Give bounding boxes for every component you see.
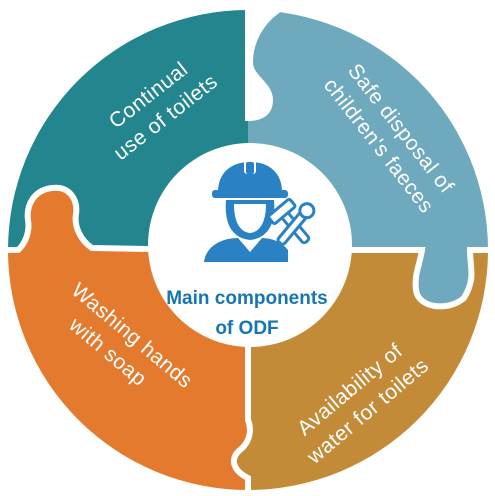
center-title: Main components of ODF xyxy=(127,284,367,344)
center-title-line2: of ODF xyxy=(215,318,279,339)
center-disc xyxy=(148,143,352,347)
worker-with-tools-icon xyxy=(204,160,316,262)
center-title-line1: Main components xyxy=(166,288,328,309)
